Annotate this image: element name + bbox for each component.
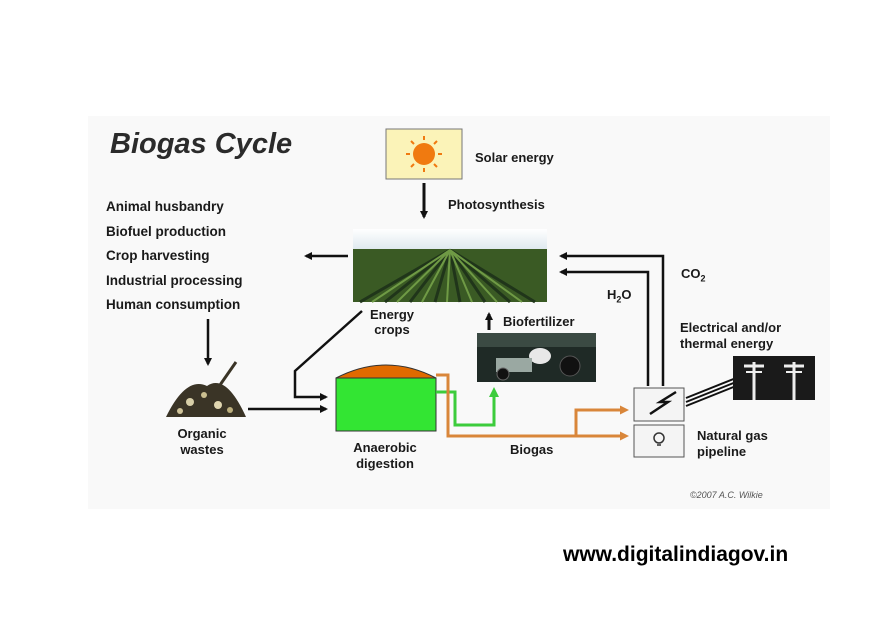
- organic-wastes-label: Organic wastes: [160, 426, 244, 458]
- photosynthesis-label: Photosynthesis: [448, 197, 545, 212]
- biofertilizer-image: [477, 333, 596, 382]
- solar-energy-icon: [386, 129, 462, 179]
- list-item: Animal husbandry: [106, 197, 243, 222]
- co2-label: CO2: [681, 266, 706, 284]
- uses-list: Animal husbandry Biofuel production Crop…: [106, 197, 243, 320]
- natural-gas-label: Natural gas pipeline: [697, 428, 768, 460]
- biofertilizer-label: Biofertilizer: [503, 314, 575, 329]
- organic-line1: Organic: [160, 426, 244, 442]
- natural-gas-line2: pipeline: [697, 444, 768, 460]
- electrical-line2: thermal energy: [680, 336, 781, 352]
- gas-pipeline-icon: [634, 425, 684, 457]
- list-item: Biofuel production: [106, 222, 243, 247]
- natural-gas-line1: Natural gas: [697, 428, 768, 444]
- organic-line2: wastes: [160, 442, 244, 458]
- power-wires: [686, 378, 736, 406]
- anaerobic-line2: digestion: [330, 456, 440, 472]
- energy-crops-label: Energy crops: [366, 307, 418, 337]
- biogas-flow-arrows: [436, 375, 626, 436]
- list-item: Human consumption: [106, 295, 243, 320]
- energy-crops-image: [353, 229, 547, 302]
- electricity-generator-icon: [634, 388, 684, 421]
- electrical-line1: Electrical and/or: [680, 320, 781, 336]
- energy-crops-line2: crops: [366, 322, 418, 337]
- anaerobic-digestion-label: Anaerobic digestion: [330, 440, 440, 472]
- list-item: Industrial processing: [106, 271, 243, 296]
- h2o-h: H: [607, 287, 616, 302]
- diagram-title: Biogas Cycle: [110, 128, 292, 161]
- h2o-label: H2O: [607, 287, 632, 305]
- list-item: Crop harvesting: [106, 246, 243, 271]
- biogas-label: Biogas: [510, 442, 553, 457]
- electrical-energy-label: Electrical and/or thermal energy: [680, 320, 781, 352]
- anaerobic-digester: [336, 365, 436, 431]
- co2-co: CO: [681, 266, 701, 281]
- co2-subscript: 2: [701, 274, 706, 284]
- solar-energy-label: Solar energy: [475, 150, 554, 165]
- copyright-text: ©2007 A.C. Wilkie: [690, 490, 763, 500]
- organic-wastes-icon: [166, 362, 246, 417]
- energy-crops-line1: Energy: [366, 307, 418, 322]
- h2o-o: O: [621, 287, 631, 302]
- power-lines-image: [733, 356, 815, 400]
- website-url: www.digitalindiagov.in: [563, 543, 788, 567]
- fertilizer-flow-arrow: [436, 391, 494, 425]
- anaerobic-line1: Anaerobic: [330, 440, 440, 456]
